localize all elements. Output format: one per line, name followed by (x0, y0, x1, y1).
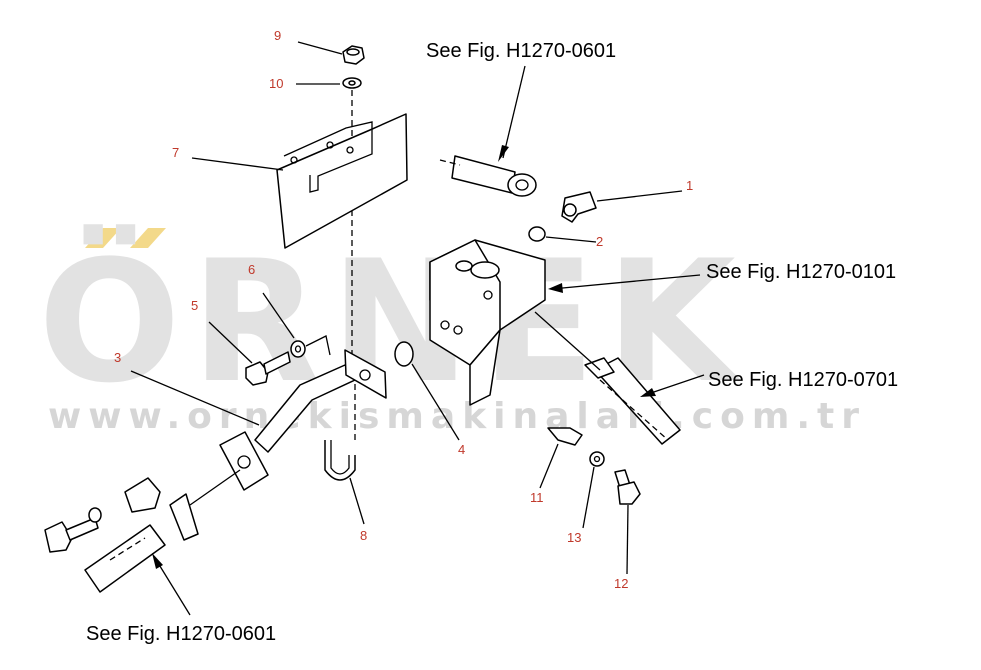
callout-7: 7 (172, 145, 179, 160)
part-11-clip (547, 427, 583, 446)
watermark: ÖRNEK www.ornekismakinalari.com.tr (38, 224, 866, 437)
callout-9: 9 (274, 28, 281, 43)
part-7-bracket (276, 113, 408, 249)
callout-3: 3 (114, 350, 121, 365)
reference-top: See Fig. H1270-0601 (426, 40, 616, 62)
reference-texts: See Fig. H1270-0601 See Fig. H1270-0101 … (86, 40, 898, 645)
part-9-nut (342, 45, 365, 65)
callout-numbers: 9 10 7 1 2 6 5 3 4 8 11 13 12 (114, 28, 693, 591)
part-8-u-bolt (324, 380, 356, 481)
part-10-washer (342, 77, 362, 89)
right-hose-assembly (534, 311, 681, 445)
part-1-elbow-fitting (439, 155, 597, 223)
valve-body (429, 239, 546, 406)
callout-10: 10 (269, 76, 283, 91)
callout-12: 12 (614, 576, 628, 591)
callout-6: 6 (248, 262, 255, 277)
part-4-o-ring (394, 341, 414, 367)
part-12-bolt (614, 469, 641, 505)
callout-2: 2 (596, 234, 603, 249)
callout-11: 11 (530, 490, 544, 505)
part-2-o-ring (528, 226, 546, 242)
watermark-url: www.ornekismakinalari.com.tr (48, 396, 866, 437)
bolt-path-5 (305, 335, 331, 356)
reference-right-1: See Fig. H1270-0101 (706, 261, 896, 283)
part-6-washer (290, 340, 306, 358)
lower-flange-assembly (44, 469, 241, 593)
part-5-bolt (245, 351, 291, 386)
callout-13: 13 (567, 530, 581, 545)
reference-arrows (152, 65, 705, 616)
reference-bottom: See Fig. H1270-0601 (86, 623, 276, 645)
callout-5: 5 (191, 298, 198, 313)
part-13-washer (589, 451, 605, 467)
reference-right-2: See Fig. H1270-0701 (708, 369, 898, 391)
callout-1: 1 (686, 178, 693, 193)
callout-4: 4 (458, 442, 465, 457)
watermark-accent-right (130, 228, 166, 248)
callout-leaders (130, 41, 683, 575)
part-3-pipe (219, 349, 387, 491)
watermark-accent-left (85, 228, 121, 248)
callout-8: 8 (360, 528, 367, 543)
